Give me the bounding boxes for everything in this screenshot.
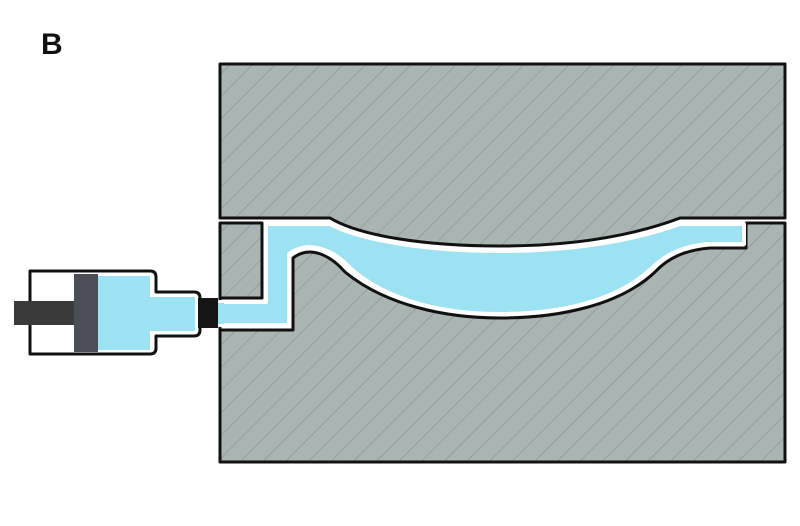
nozzle-stream xyxy=(218,303,224,324)
panel-label: B xyxy=(41,28,63,61)
upper-mold-half xyxy=(218,62,787,248)
plunger-head xyxy=(74,274,98,352)
injector-nozzle xyxy=(198,298,218,328)
mold-cavity-fluid xyxy=(218,222,746,327)
lower-mold-half xyxy=(218,221,787,464)
plunger-rod xyxy=(14,301,76,325)
injector-fluid xyxy=(98,276,195,350)
